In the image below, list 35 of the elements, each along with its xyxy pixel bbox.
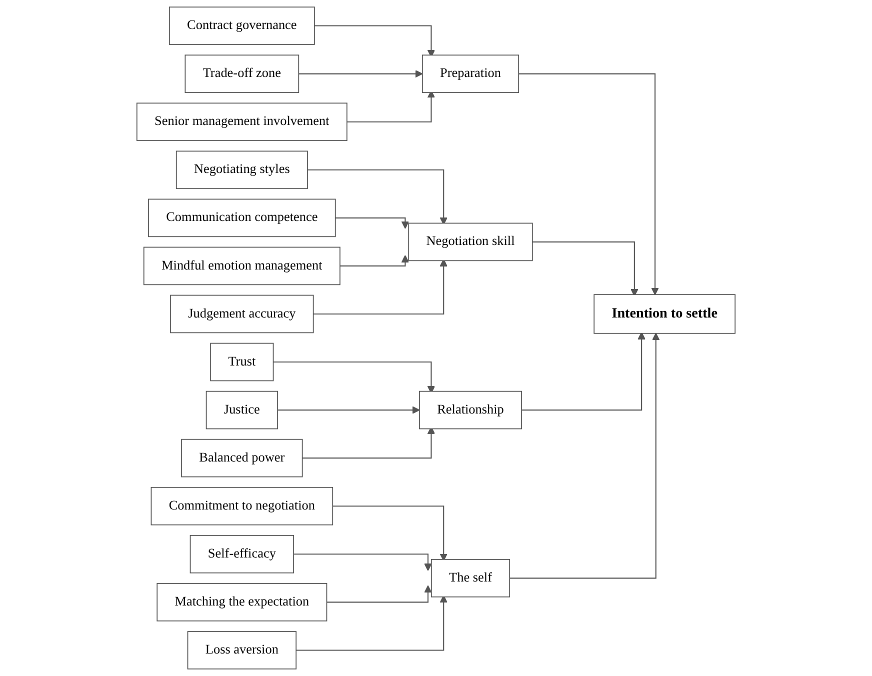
node-box: Judgement accuracy: [170, 294, 314, 334]
node-box: Preparation: [422, 54, 520, 93]
arrow: [302, 426, 436, 459]
node-box: Trust: [210, 342, 274, 382]
arrow: [294, 554, 432, 572]
arrow: [313, 258, 448, 315]
arrow: [298, 70, 423, 78]
node-box: The self: [430, 559, 510, 598]
arrow: [326, 585, 432, 603]
node-box: Negotiating styles: [176, 150, 308, 190]
node-box: Senior management involvement: [136, 102, 348, 142]
arrow: [522, 332, 646, 411]
arrow: [332, 506, 448, 562]
node-box: Balanced power: [181, 438, 303, 478]
arrow: [518, 73, 659, 296]
node-box: Contract governance: [168, 6, 315, 45]
node-box: Self-efficacy: [190, 534, 294, 574]
arrow: [296, 595, 448, 651]
node-box: Relationship: [419, 390, 522, 430]
node-box: Negotiation skill: [408, 222, 533, 262]
node-box: Mindful emotion management: [143, 246, 340, 286]
arrow: [307, 169, 448, 225]
arrow: [314, 25, 436, 58]
arrow: [335, 217, 410, 229]
node-box: Justice: [206, 390, 278, 430]
node-box: Intention to settle: [594, 294, 736, 334]
arrow: [510, 332, 660, 579]
node-box: Commitment to negotiation: [150, 486, 334, 526]
node-box: Matching the expectation: [156, 583, 328, 622]
node-box: Trade-off zone: [184, 54, 300, 93]
node-box: Loss aversion: [187, 631, 297, 670]
arrow: [340, 254, 410, 266]
arrow: [532, 241, 638, 296]
arrow: [278, 406, 420, 414]
node-box: Communication competence: [148, 198, 336, 238]
